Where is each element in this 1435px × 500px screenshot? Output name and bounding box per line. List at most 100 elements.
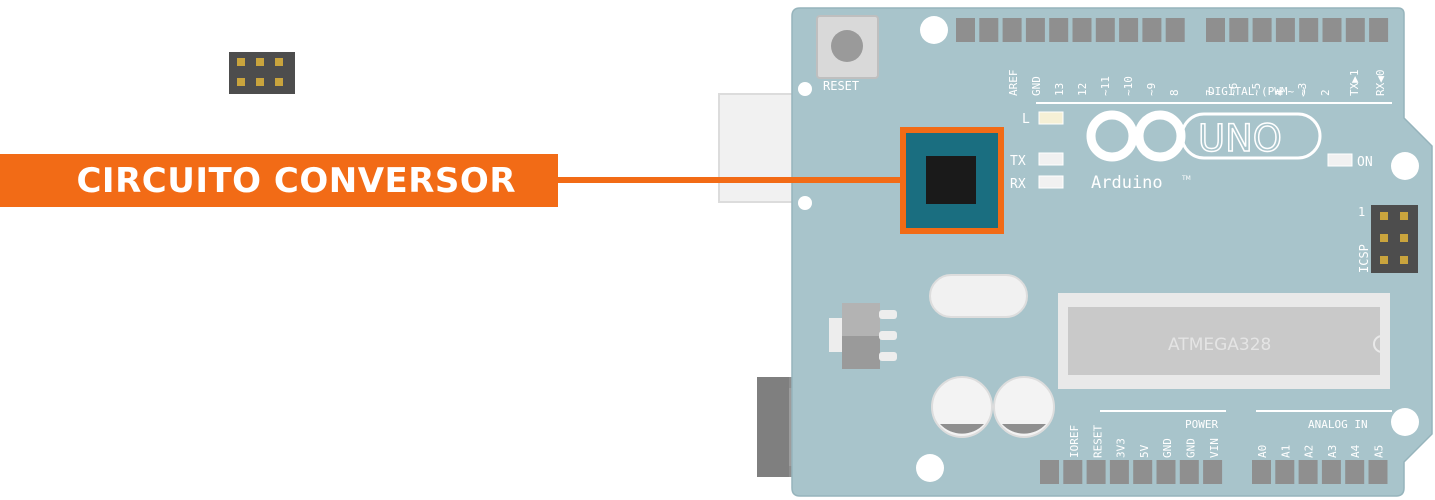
header-pin [1223,298,1238,306]
pin-label: ~11 [1099,76,1112,96]
pin-label: 5V [1138,444,1151,458]
header-pin [1133,298,1148,306]
header-pin [1229,18,1249,42]
svg-text:ON: ON [1357,155,1373,170]
header-pin [1156,460,1176,484]
header-pin [1291,376,1305,384]
header-pin [1336,298,1350,306]
mount-hole [1391,152,1419,180]
capacitors [931,376,1055,438]
header-pin [1246,298,1260,306]
header-pin [1313,376,1328,384]
header-pin [1119,18,1139,42]
pin-label: 12 [1076,83,1089,96]
header-pin [1299,18,1319,42]
header-pin [1156,298,1170,306]
header-pin [1133,460,1153,484]
board-name: UNO [1198,117,1282,160]
mount-hole [916,454,944,482]
header-pin [979,18,999,42]
header-pin [1268,298,1283,306]
header-pin [1025,18,1045,42]
led-tx [1038,152,1064,166]
header-pin [1109,460,1129,484]
header-pin [1072,18,1092,42]
svg-text:RX: RX [1010,177,1026,192]
pin-label: A3 [1326,445,1339,458]
header-pin [1201,376,1215,384]
power-header [1040,460,1223,484]
pin-label: ~6 [1227,83,1240,96]
header-pin [1088,376,1103,384]
header-pin [1252,18,1272,42]
callout-leader-line [556,177,902,183]
svg-text:1: 1 [1358,205,1365,219]
pin-label: 2 [1319,89,1332,96]
header-pin [1040,460,1059,484]
led-on [1327,153,1353,167]
icsp2-header [229,52,295,94]
header-pin [1358,298,1373,306]
analog-label: ANALOG IN [1308,418,1368,431]
pin-label: GND [1030,76,1043,96]
header-pin [1179,460,1199,484]
header-pin [1252,460,1271,484]
pin-label: RESET [1091,425,1104,458]
pin-label: 4 [1273,89,1286,96]
header-pin [956,18,975,42]
led-l [1038,111,1064,125]
digital-header-left [956,18,1185,42]
header-pin [1156,376,1170,384]
mcu-label: ATMEGA328 [1168,335,1271,355]
header-pin [1066,376,1080,384]
power-label: POWER [1185,418,1218,431]
header-pin [1095,18,1115,42]
icsp-label: ICSP [1357,244,1371,273]
pin-label: AREF [1007,70,1020,97]
header-pin [1275,460,1295,484]
mount-hole [1391,408,1419,436]
header-pin [1268,376,1283,384]
header-pin [1201,298,1215,306]
header-pin [1165,18,1185,42]
pin-label: A4 [1349,444,1362,458]
header-pin [1178,298,1193,306]
digital-header-right [1206,18,1389,42]
leds [1038,111,1353,189]
pin-label: ~3 [1296,83,1309,96]
pin-label: GND [1161,438,1174,458]
header-pin [1203,460,1223,484]
header-pin [1345,18,1365,42]
crystal [929,274,1028,318]
pin-label: IOREF [1068,425,1081,458]
header-pin [1086,460,1106,484]
header-pin [1336,376,1350,384]
pin-label: A0 [1256,445,1269,458]
header-pin [1142,18,1162,42]
header-pin [1345,460,1365,484]
header-pin [1111,376,1125,384]
mount-hole [920,16,948,44]
callout-text: CIRCUITO CONVERSOR [76,160,516,201]
header-pin [1088,298,1103,306]
header-pin [1002,18,1022,42]
icsp-header [1371,205,1418,273]
pin-label: ~5 [1250,83,1263,96]
pin-label: A2 [1303,445,1316,458]
svg-text:TM: TM [1181,175,1191,182]
analog-header [1252,460,1388,484]
header-pin [1206,18,1225,42]
header-pin [1322,18,1342,42]
led-rx [1038,175,1064,189]
header-pin [1275,18,1295,42]
pin-label: GND [1185,438,1198,458]
callout-label: CIRCUITO CONVERSOR [0,154,558,207]
svg-text:TX: TX [1010,154,1026,169]
header-pin [1049,18,1069,42]
reset-button [816,15,879,79]
